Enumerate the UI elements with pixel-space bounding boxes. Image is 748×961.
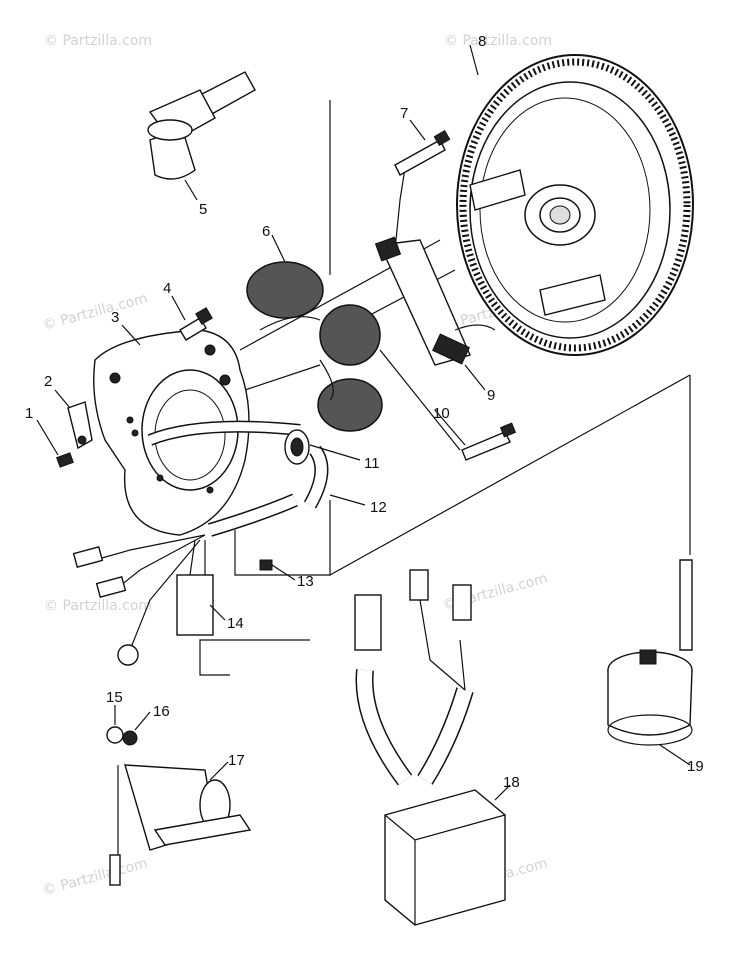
label-6: 6 xyxy=(262,223,270,240)
watermark: © Partzilla.com xyxy=(444,33,552,49)
label-13: 13 xyxy=(297,573,314,590)
label-19: 19 xyxy=(687,758,704,775)
label-2: 2 xyxy=(44,373,52,390)
screw-13 xyxy=(259,559,273,571)
part-labels: 8 7 5 6 4 3 2 9 1 10 11 12 13 14 15 16 1… xyxy=(25,33,704,791)
pulser-coil xyxy=(374,236,496,366)
label-11: 11 xyxy=(364,455,380,472)
label-10: 10 xyxy=(433,405,450,422)
label-12: 12 xyxy=(370,499,387,516)
label-4: 4 xyxy=(163,280,171,297)
watermark: © Partzilla.com xyxy=(44,598,152,614)
watermark: © Partzilla.com xyxy=(41,855,150,898)
ignition-coil xyxy=(607,559,693,746)
assembly-lines xyxy=(199,100,691,676)
leader-lines xyxy=(36,44,691,801)
bolt-10 xyxy=(461,422,517,461)
stator-coils xyxy=(246,261,383,432)
label-14: 14 xyxy=(227,615,244,632)
label-18: 18 xyxy=(503,774,520,791)
label-9: 9 xyxy=(487,387,495,404)
starter-solenoid xyxy=(106,726,252,886)
screw-1 xyxy=(56,452,74,468)
spark-plug-cap xyxy=(147,36,341,180)
bracket-2 xyxy=(67,401,93,450)
watermark: © Partzilla.com xyxy=(44,33,152,49)
label-17: 17 xyxy=(228,752,245,769)
label-7: 7 xyxy=(400,105,408,122)
label-3: 3 xyxy=(111,309,119,326)
cdi-box xyxy=(354,569,506,926)
wire-harness xyxy=(72,420,329,666)
label-1: 1 xyxy=(25,405,33,422)
screw-4 xyxy=(179,307,213,341)
label-5: 5 xyxy=(199,201,207,218)
label-8: 8 xyxy=(478,33,486,50)
connector-14 xyxy=(176,539,214,636)
label-16: 16 xyxy=(153,703,170,720)
watermark: © Partzilla.com xyxy=(41,290,150,333)
flywheel xyxy=(456,54,694,356)
bolt-7 xyxy=(394,129,451,176)
label-15: 15 xyxy=(106,689,123,706)
